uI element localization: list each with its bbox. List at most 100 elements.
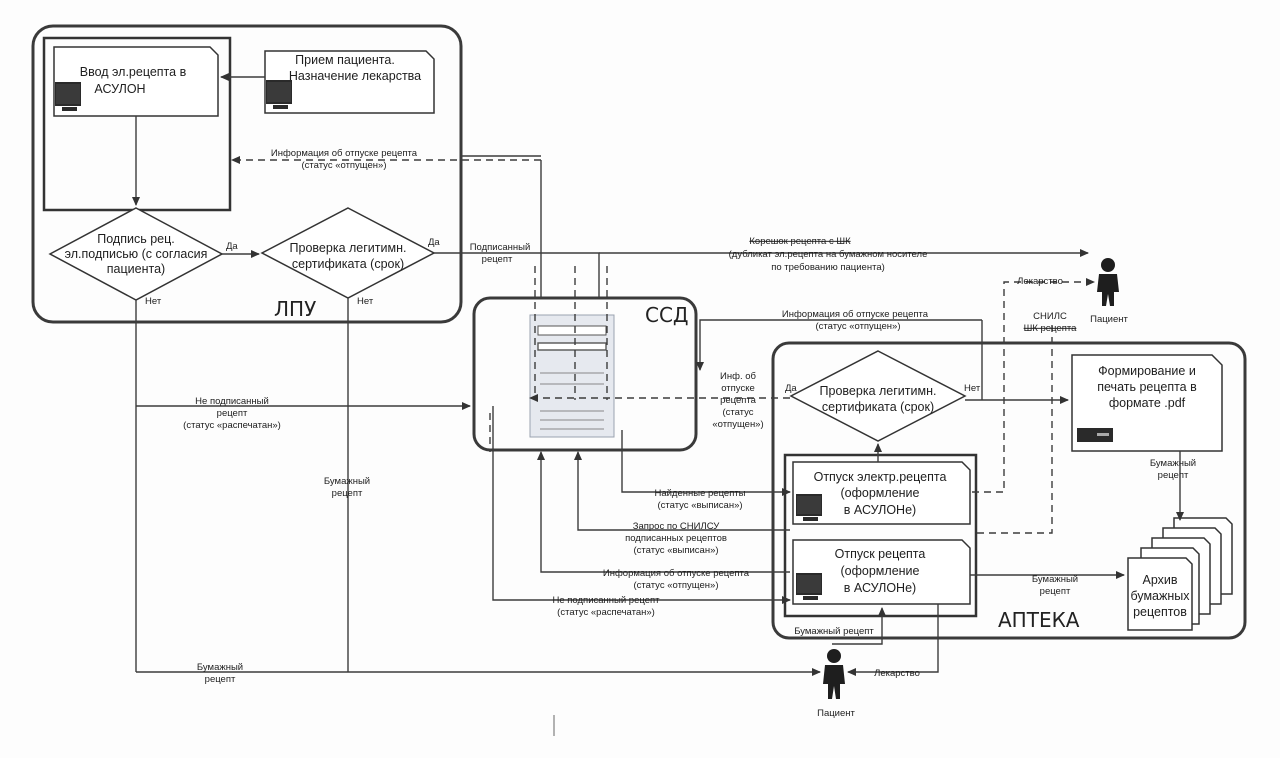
- no-label: Нет: [964, 383, 981, 394]
- no-label: Нет: [357, 296, 374, 307]
- paper-rx-pharmacy-label: Бумажный рецепт: [794, 626, 874, 637]
- arrow: [492, 406, 791, 604]
- dispense-rx-line1: Отпуск рецепта: [835, 547, 926, 561]
- dispense-rx-block: [792, 539, 971, 605]
- inf-release-line4: (статус: [722, 407, 753, 418]
- found-rx-line2: (статус «выписан»): [657, 500, 742, 511]
- release-info-lpu-line1: Информация об отпуске рецепта: [271, 148, 418, 159]
- cert-check-pharmacy: [789, 350, 967, 442]
- ssd-zone-title: ССД: [645, 303, 689, 327]
- cert-check-lpu-line2: сертификата (срок): [292, 257, 404, 271]
- cert-check-lpu-line1: Проверка легитимн.: [290, 241, 407, 255]
- found-rx-line1: Найденные рецепты: [654, 488, 745, 499]
- dispense-erx-line1: Отпуск электр.рецепта: [814, 470, 947, 484]
- snils-query-line3: (статус «выписан»): [633, 545, 718, 556]
- signed-rx-line1: Подписанный: [470, 242, 531, 253]
- barcode-copy-strike: Корешок рецепта с ШК: [749, 236, 851, 247]
- computer-icon: [796, 494, 822, 521]
- no-label: Нет: [145, 296, 162, 307]
- input-erx-line2: АСУЛОН: [94, 82, 145, 96]
- sign-decision-line2: эл.подписью (с согласия: [65, 247, 208, 261]
- snils-query-line1: Запрос по СНИЛСУ: [633, 521, 721, 532]
- arrow: [574, 451, 790, 531]
- dispense-erx-line2: (оформление: [841, 486, 920, 500]
- input-erx-block: [53, 46, 219, 117]
- computer-icon: [266, 80, 292, 109]
- pharmacy-inner-frame: [783, 453, 978, 618]
- lpu-zone: [31, 24, 463, 324]
- arrow: [621, 430, 791, 496]
- release-info-lpu-line2: (статус «отпущен»): [301, 160, 386, 171]
- barcode-copy-line2: (дубликат эл.рецепта на бумажном носител…: [729, 249, 928, 260]
- sign-decision-line3: пациента): [107, 262, 165, 276]
- paper-rx-bottom-line2: рецепт: [205, 674, 236, 685]
- yes-label: Да: [226, 241, 238, 252]
- form-print-line1: Формирование и: [1098, 364, 1196, 378]
- dispense-erx-block: [792, 461, 971, 525]
- ssd-zone: [472, 296, 698, 452]
- release-info-bottom-line1: Информация об отпуске рецепта: [603, 568, 750, 579]
- arrow: [696, 319, 982, 371]
- arrow: [972, 278, 1095, 493]
- patient-figure-icon: [1097, 258, 1119, 306]
- snils-query-line2: подписанных рецептов: [625, 533, 727, 544]
- unsigned-bottom-line1: Не подписанный рецепт: [553, 595, 661, 606]
- yes-label: Да: [785, 383, 797, 394]
- form-print-line3: формате .pdf: [1109, 396, 1186, 410]
- paper-rx-pdf-line1: Бумажный: [1150, 458, 1196, 469]
- paper-rx-archive-line1: Бумажный: [1032, 574, 1078, 585]
- reception-line1: Прием пациента.: [295, 53, 395, 67]
- patient-top-label: Пациент: [1090, 314, 1128, 325]
- input-erx-line1: Ввод эл.рецепта в: [80, 65, 187, 79]
- archive-line1: Архив: [1142, 573, 1177, 587]
- inf-release-line2: отпуске: [721, 383, 755, 394]
- reception-line2: Назначение лекарства: [289, 69, 421, 83]
- arrow: [434, 252, 600, 298]
- release-info-ssd-line1: Информация об отпуске рецепта: [782, 309, 929, 320]
- archive-documents-icon: [1127, 517, 1233, 631]
- printer-icon: [1077, 428, 1113, 442]
- patient-bottom-label: Пациент: [817, 708, 855, 719]
- inf-release-line5: «отпущен»): [712, 419, 763, 430]
- sign-decision-line1: Подпись рец.: [97, 232, 174, 246]
- release-info-ssd-line2: (статус «отпущен»): [815, 321, 900, 332]
- archive-line2: бумажных: [1130, 589, 1190, 603]
- barcode-copy-line3: по требованию пациента): [771, 262, 885, 273]
- computer-icon: [796, 573, 822, 600]
- paper-rx-bottom-line1: Бумажный: [197, 662, 243, 673]
- archive-line3: рецептов: [1133, 605, 1187, 619]
- dispense-rx-line2: (оформление: [841, 564, 920, 578]
- yes-label: Да: [428, 237, 440, 248]
- server-icon: [529, 314, 615, 438]
- dispense-rx-line3: в АСУЛОНе): [844, 581, 916, 595]
- arrow: [537, 451, 790, 573]
- inf-release-line1: Инф. об: [720, 371, 756, 382]
- paper-rx-pdf-line2: рецепт: [1158, 470, 1189, 481]
- arrow: [832, 607, 886, 645]
- patient-figure-icon: [823, 649, 845, 699]
- medicine-label: Лекарство: [1017, 276, 1063, 287]
- lpu-zone-title: ЛПУ: [274, 297, 316, 321]
- unsigned-printed-line1: Не подписанный: [195, 396, 269, 407]
- medicine-bottom-label: Лекарство: [874, 668, 920, 679]
- paper-rx-mid-line2: рецепт: [332, 488, 363, 499]
- dispense-erx-line3: в АСУЛОНе): [844, 503, 916, 517]
- paper-rx-archive-line2: рецепт: [1040, 586, 1071, 597]
- unsigned-printed-line2: рецепт: [217, 408, 248, 419]
- cert-check-pharmacy-line2: сертификата (срок): [822, 400, 934, 414]
- snils-line1: СНИЛС: [1033, 311, 1067, 322]
- arrow: [972, 325, 1053, 534]
- form-print-pdf-block: [1071, 354, 1223, 452]
- reception-block: [264, 50, 435, 114]
- signed-rx-line2: рецепт: [482, 254, 513, 265]
- unsigned-bottom-line2: (статус «распечатан»): [557, 607, 655, 618]
- unsigned-printed-line3: (статус «распечатан»): [183, 420, 281, 431]
- snils-line2: ШК рецепта: [1024, 323, 1077, 334]
- pharmacy-zone: [771, 341, 1247, 640]
- pharmacy-zone-title: АПТЕКА: [998, 608, 1080, 632]
- arrow: [847, 604, 939, 676]
- cert-check-pharmacy-line1: Проверка легитимн.: [820, 384, 937, 398]
- inf-release-line3: рецепта: [720, 395, 757, 406]
